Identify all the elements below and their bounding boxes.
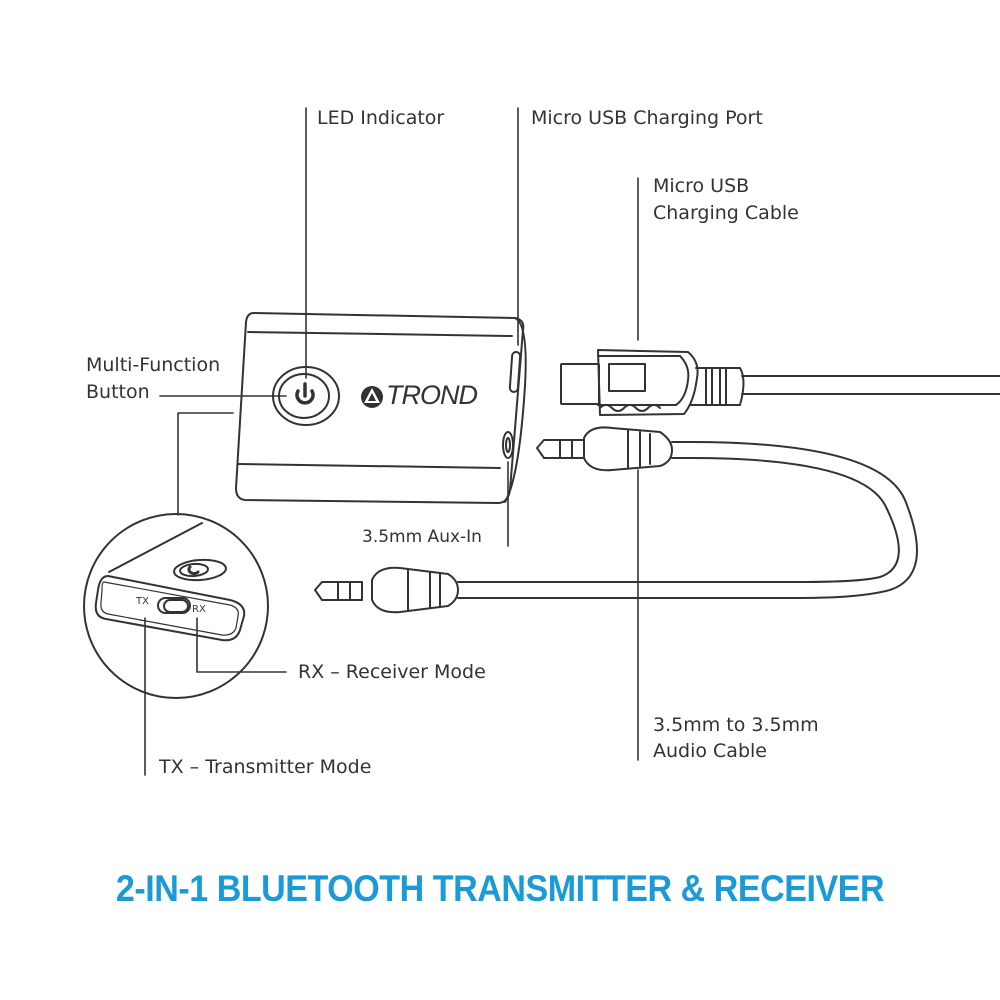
switch-label-tx: TX	[136, 596, 149, 607]
product-title: 2-IN-1 BLUETOOTH TRANSMITTER & RECEIVER	[115, 868, 885, 909]
label-audio-cable-line1: 3.5mm to 3.5mm	[653, 714, 819, 736]
label-micro-usb-cable-line1: Micro USB	[653, 175, 750, 197]
label-multi-function-line2: Button	[86, 381, 150, 403]
micro-usb-plug-icon	[560, 349, 1000, 416]
trond-logo-icon	[361, 386, 383, 408]
label-led-indicator: LED Indicator	[317, 107, 445, 129]
label-rx-mode: RX – Receiver Mode	[298, 661, 486, 683]
aux-in-port	[502, 431, 514, 459]
audio-jack-plug-icon	[314, 426, 918, 614]
label-tx-mode: TX – Transmitter Mode	[159, 756, 372, 778]
switch-label-rx: RX	[192, 604, 206, 615]
zoom-callout	[83, 513, 269, 699]
label-audio-cable-line2: Audio Cable	[653, 740, 767, 762]
tx-rx-slide-switch	[157, 597, 191, 614]
label-micro-usb-port: Micro USB Charging Port	[531, 107, 763, 129]
label-aux-in: 3.5mm Aux-In	[362, 527, 482, 547]
brand-logo-text: TROND	[386, 380, 478, 410]
label-multi-function-line1: Multi-Function	[86, 354, 221, 376]
micro-usb-port	[508, 351, 522, 393]
device-body	[235, 312, 527, 504]
label-micro-usb-cable-line2: Charging Cable	[653, 202, 799, 224]
multi-function-button	[272, 366, 340, 426]
leader-zoom-callout	[177, 412, 234, 516]
power-icon	[295, 382, 315, 405]
